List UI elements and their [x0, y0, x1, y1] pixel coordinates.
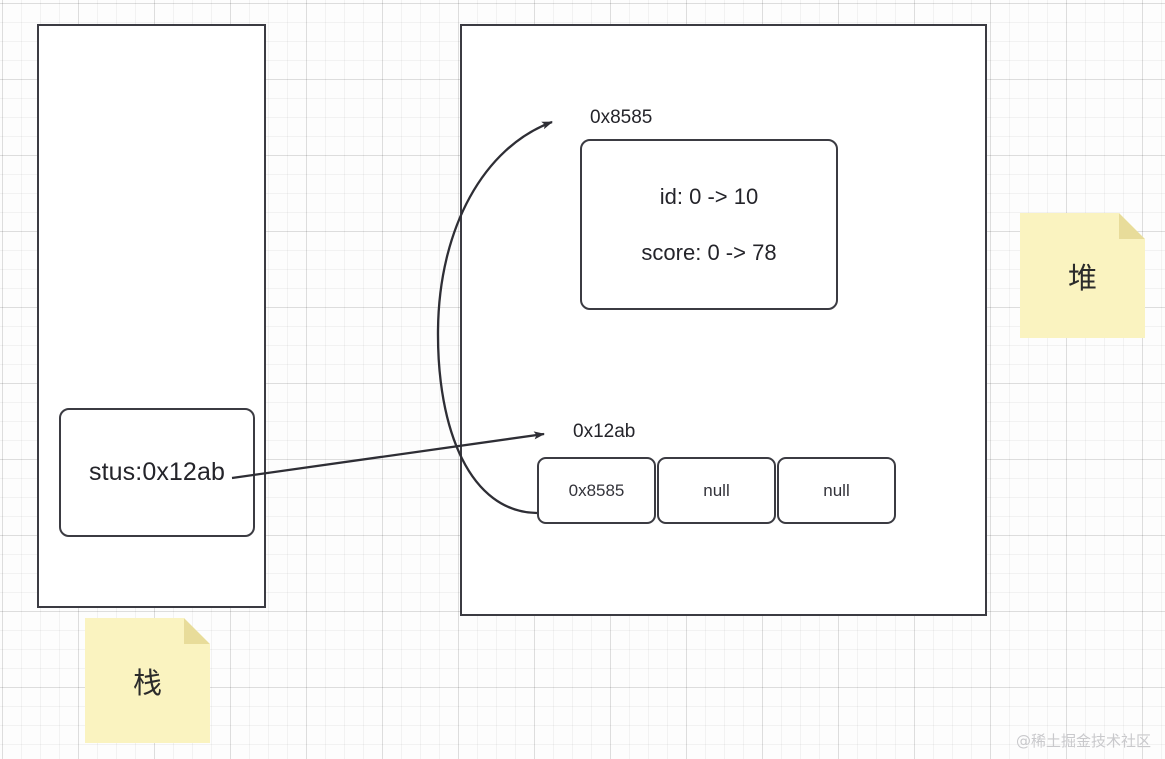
array-cell-0[interactable]: 0x8585 — [537, 457, 656, 524]
heap-sticky-label: 堆 — [1067, 260, 1097, 295]
sticky-fold-corner-icon — [1119, 213, 1145, 239]
sticky-fold-corner-icon — [184, 618, 210, 644]
stack-sticky-label: 栈 — [132, 665, 162, 700]
array-cell-0-value: 0x8585 — [568, 480, 625, 500]
heap-object-address-label: 0x8585 — [590, 107, 653, 128]
heap-array-row: 0x8585 null null — [537, 457, 896, 524]
stack-sticky-note: 栈 — [85, 618, 210, 743]
watermark-text: @稀土掘金技术社区 — [1015, 732, 1151, 750]
heap-region-frame — [460, 24, 987, 616]
stack-variable-label: stus:0x12ab — [89, 458, 225, 486]
stack-variable-box[interactable]: stus:0x12ab — [59, 408, 255, 537]
object-field-score: score: 0 -> 78 — [641, 239, 777, 265]
heap-object-box[interactable]: id: 0 -> 10 score: 0 -> 78 — [580, 139, 838, 310]
object-field-id: id: 0 -> 10 — [659, 183, 759, 209]
heap-array-address-label: 0x12ab — [573, 421, 636, 442]
array-cell-2[interactable]: null — [777, 457, 896, 524]
array-cell-1[interactable]: null — [657, 457, 776, 524]
heap-sticky-note: 堆 — [1020, 213, 1145, 338]
array-cell-2-value: null — [823, 480, 850, 500]
array-cell-1-value: null — [703, 480, 730, 500]
